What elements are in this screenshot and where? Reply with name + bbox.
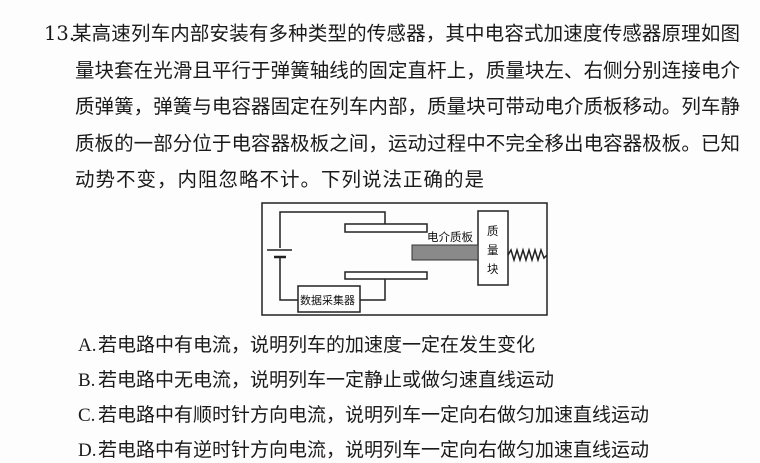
mass-label-1: 质 (487, 224, 499, 238)
option-text: 若电路中有电流，说明列车的加速度一定在发生变化 (98, 334, 536, 356)
question-line-2: 量块套在光滑且平行于弹簧轴线的固定直杆上，质量块左、右侧分别连接电介质板和轻 (75, 59, 740, 82)
train-frame (261, 202, 548, 316)
question-number: 13. (44, 22, 76, 45)
upper-capacitor-plate (344, 223, 428, 233)
option-d[interactable]: D.若电路中有逆时针方向电流，说明列车一定向右做匀加速直线运动 (78, 438, 649, 463)
dielectric-plate (411, 244, 479, 261)
option-label: C. (78, 405, 96, 426)
option-c[interactable]: C.若电路中有顺时针方向电流，说明列车一定向右做匀加速直线运动 (78, 403, 649, 428)
data-collector-label: 数据采集器 (300, 293, 355, 307)
right-bottom-wire (360, 279, 386, 301)
option-label: B. (78, 370, 96, 391)
option-label: A. (78, 335, 97, 356)
option-text: 若电路中有顺时针方向电流，说明列车一定向右做匀加速直线运动 (98, 404, 650, 426)
mass-label-3: 块 (487, 262, 499, 276)
question-line-3: 质弹簧，弹簧与电容器固定在列车内部，质量块可带动电介质板移动。列车静止时，电介 (75, 95, 740, 118)
option-b[interactable]: B.若电路中无电流，说明列车一定静止或做匀速直线运动 (78, 368, 554, 393)
question-line-5: 动势不变，内阻忽略不计。下列说法正确的是 (75, 168, 486, 191)
spring (507, 247, 548, 263)
left-bottom-wire (279, 258, 298, 301)
question-line-4: 质板的一部分位于电容器极板之间，运动过程中不完全移出电容器极板。已知电源的电 (75, 132, 740, 155)
option-label: D. (78, 440, 97, 461)
data-collector-box (297, 285, 361, 313)
mass-label-2: 量 (487, 243, 499, 257)
mass-block (477, 210, 509, 286)
dielectric-label: 电介质板 (427, 230, 473, 244)
option-a[interactable]: A.若电路中有电流，说明列车的加速度一定在发生变化 (78, 333, 535, 358)
question-line-1: 某高速列车内部安装有多种类型的传感器，其中电容式加速度传感器原理如图所示，质 (72, 22, 740, 45)
lower-capacitor-plate (344, 271, 428, 280)
option-text: 若电路中无电流，说明列车一定静止或做匀速直线运动 (98, 369, 555, 391)
option-text: 若电路中有逆时针方向电流，说明列车一定向右做匀加速直线运动 (98, 439, 650, 461)
top-wire (279, 211, 386, 248)
